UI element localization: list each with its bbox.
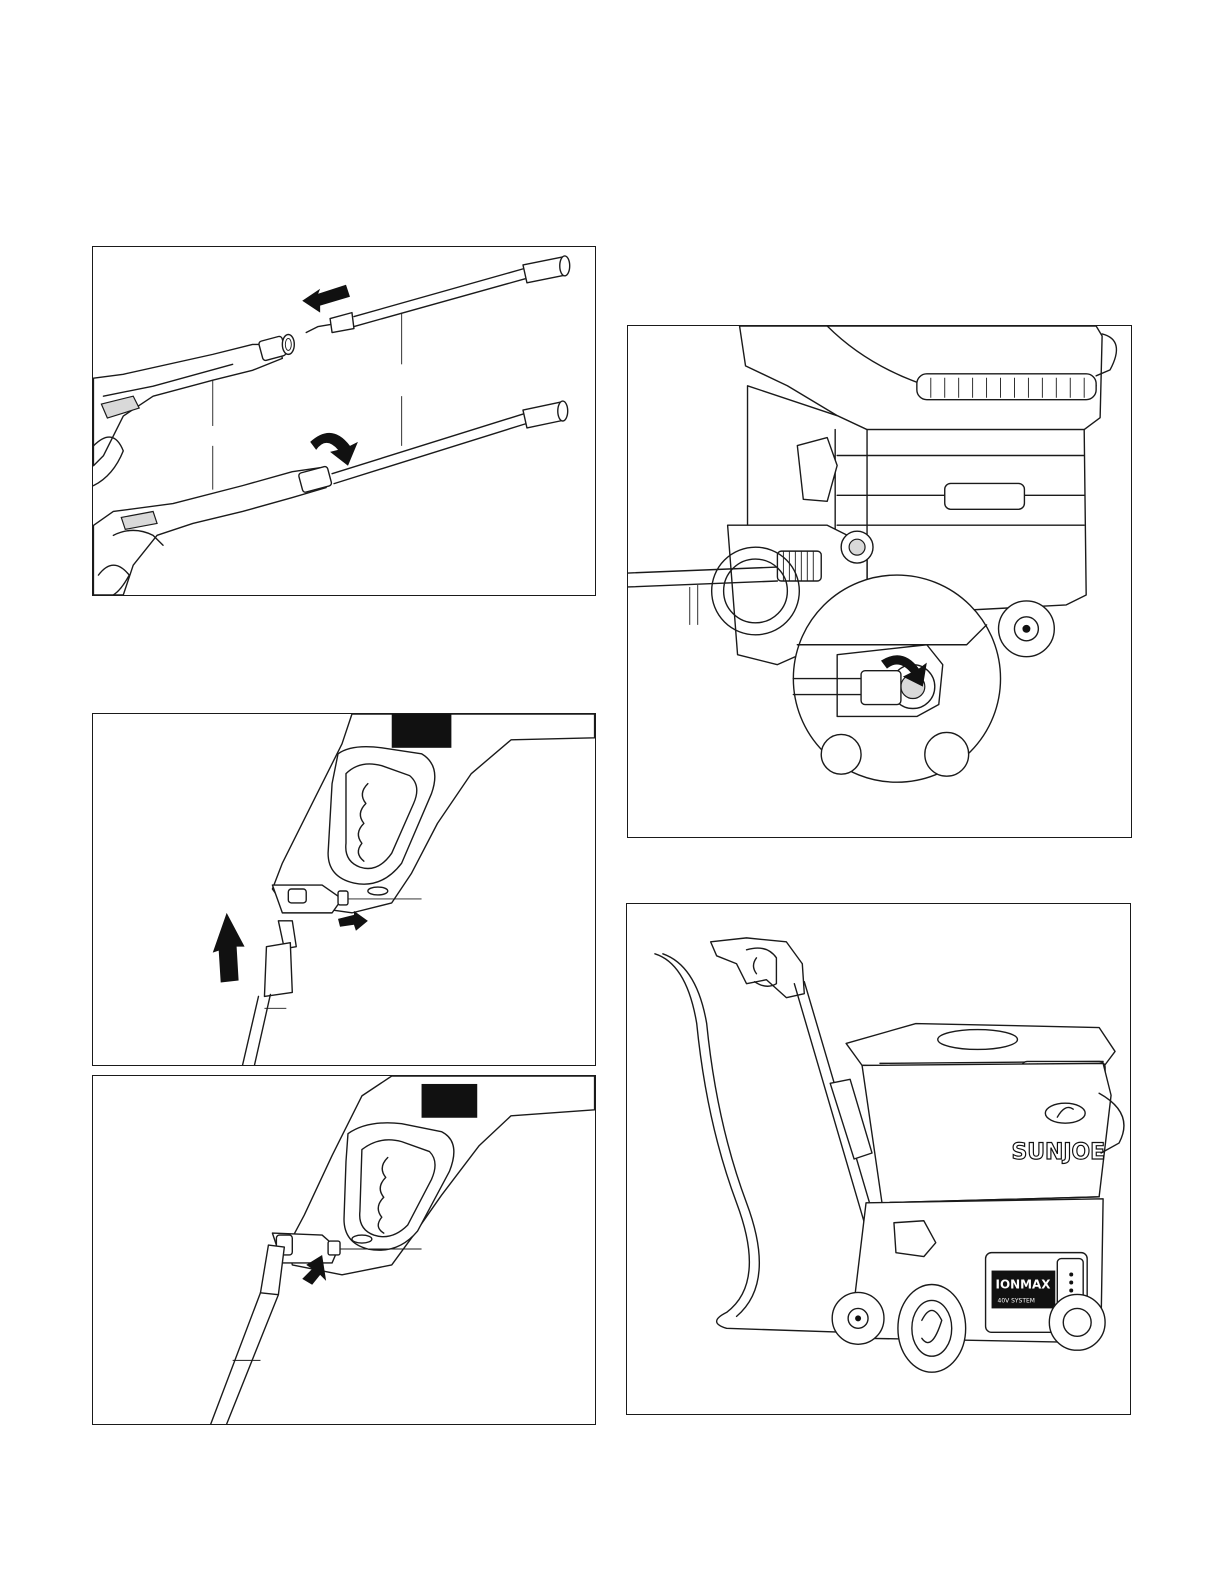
rotate-arrow-icon xyxy=(310,433,358,466)
figure-assembled-unit: SUNJOE IONMAX 40V SYSTEM xyxy=(626,903,1131,1415)
hose-to-pump-illustration xyxy=(628,326,1131,837)
warning-label xyxy=(392,714,452,748)
svg-text:40V SYSTEM: 40V SYSTEM xyxy=(998,1297,1035,1304)
figure-hose-lock-clip xyxy=(92,1075,596,1425)
front-wheel xyxy=(832,1292,884,1344)
figure-wand-connection xyxy=(92,246,596,596)
figure-hose-insert-gun xyxy=(92,713,596,1066)
push-up-arrow-icon xyxy=(213,913,245,983)
wand-connection-illustration xyxy=(93,247,595,595)
hose-insert-illustration xyxy=(93,714,595,1065)
rear-wheel xyxy=(898,1285,966,1373)
warning-label xyxy=(422,1084,478,1118)
figure-hose-to-pump xyxy=(627,325,1132,838)
svg-text:SUNJOE: SUNJOE xyxy=(1011,1140,1105,1165)
svg-text:IONMAX: IONMAX xyxy=(996,1277,1051,1291)
push-arrow-icon xyxy=(302,285,350,313)
right-wheel xyxy=(1049,1294,1105,1350)
assembled-unit-illustration: SUNJOE IONMAX 40V SYSTEM xyxy=(627,904,1130,1414)
push-arrow-icon xyxy=(338,911,368,931)
hose-lock-illustration xyxy=(93,1076,595,1424)
